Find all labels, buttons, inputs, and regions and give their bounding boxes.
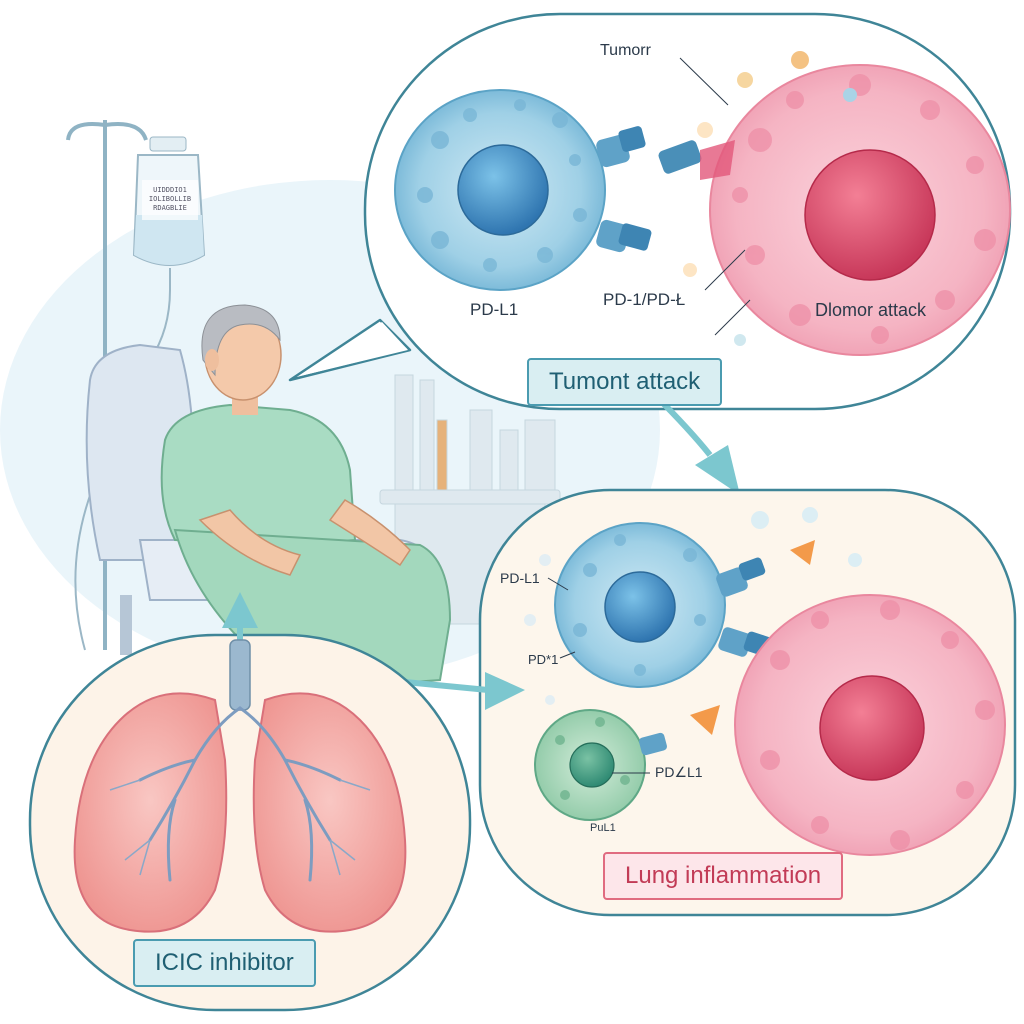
t-cell-icon — [394, 89, 652, 291]
arrow-icon — [404, 672, 525, 710]
iv-bag-icon — [66, 120, 206, 651]
leader-line — [714, 299, 751, 336]
tumor-cell-icon — [734, 594, 1006, 856]
lung-inflammation-tag: Lung inflammation — [603, 852, 844, 900]
interaction-sparks — [524, 507, 862, 735]
icic-inhibitor-tag: ICIC inhibitor — [133, 939, 316, 987]
interaction-sparks — [683, 51, 857, 346]
pd-l1-green-label: PD∠L1 — [655, 764, 703, 780]
lung-icon — [73, 639, 407, 933]
green-cell-icon — [534, 709, 667, 821]
tumont-attack-tag: Tumont attack — [527, 358, 723, 406]
tumor-cell-icon — [658, 64, 1011, 356]
leader-line — [559, 651, 576, 659]
pd-small-label: PD*1 — [528, 652, 559, 667]
pd1-pdl-label: PD-1/PD-Ł — [603, 290, 686, 309]
pd-l1-lower-label: PD-L1 — [500, 570, 540, 586]
leader-line — [679, 57, 729, 106]
pd-l1-label: PD-L1 — [470, 300, 519, 319]
leader-line — [704, 249, 746, 291]
leader-line — [547, 577, 569, 591]
tumor-label: Tumorr — [600, 42, 651, 59]
dlomor-attack-label: Dlomor attack — [815, 300, 927, 320]
pu-small-label: PuL1 — [590, 822, 616, 834]
iv-bag-label: UIDDDIO1 IOLIBOLLIB RDAGBLIE — [148, 186, 192, 212]
patient-figure — [160, 304, 452, 692]
